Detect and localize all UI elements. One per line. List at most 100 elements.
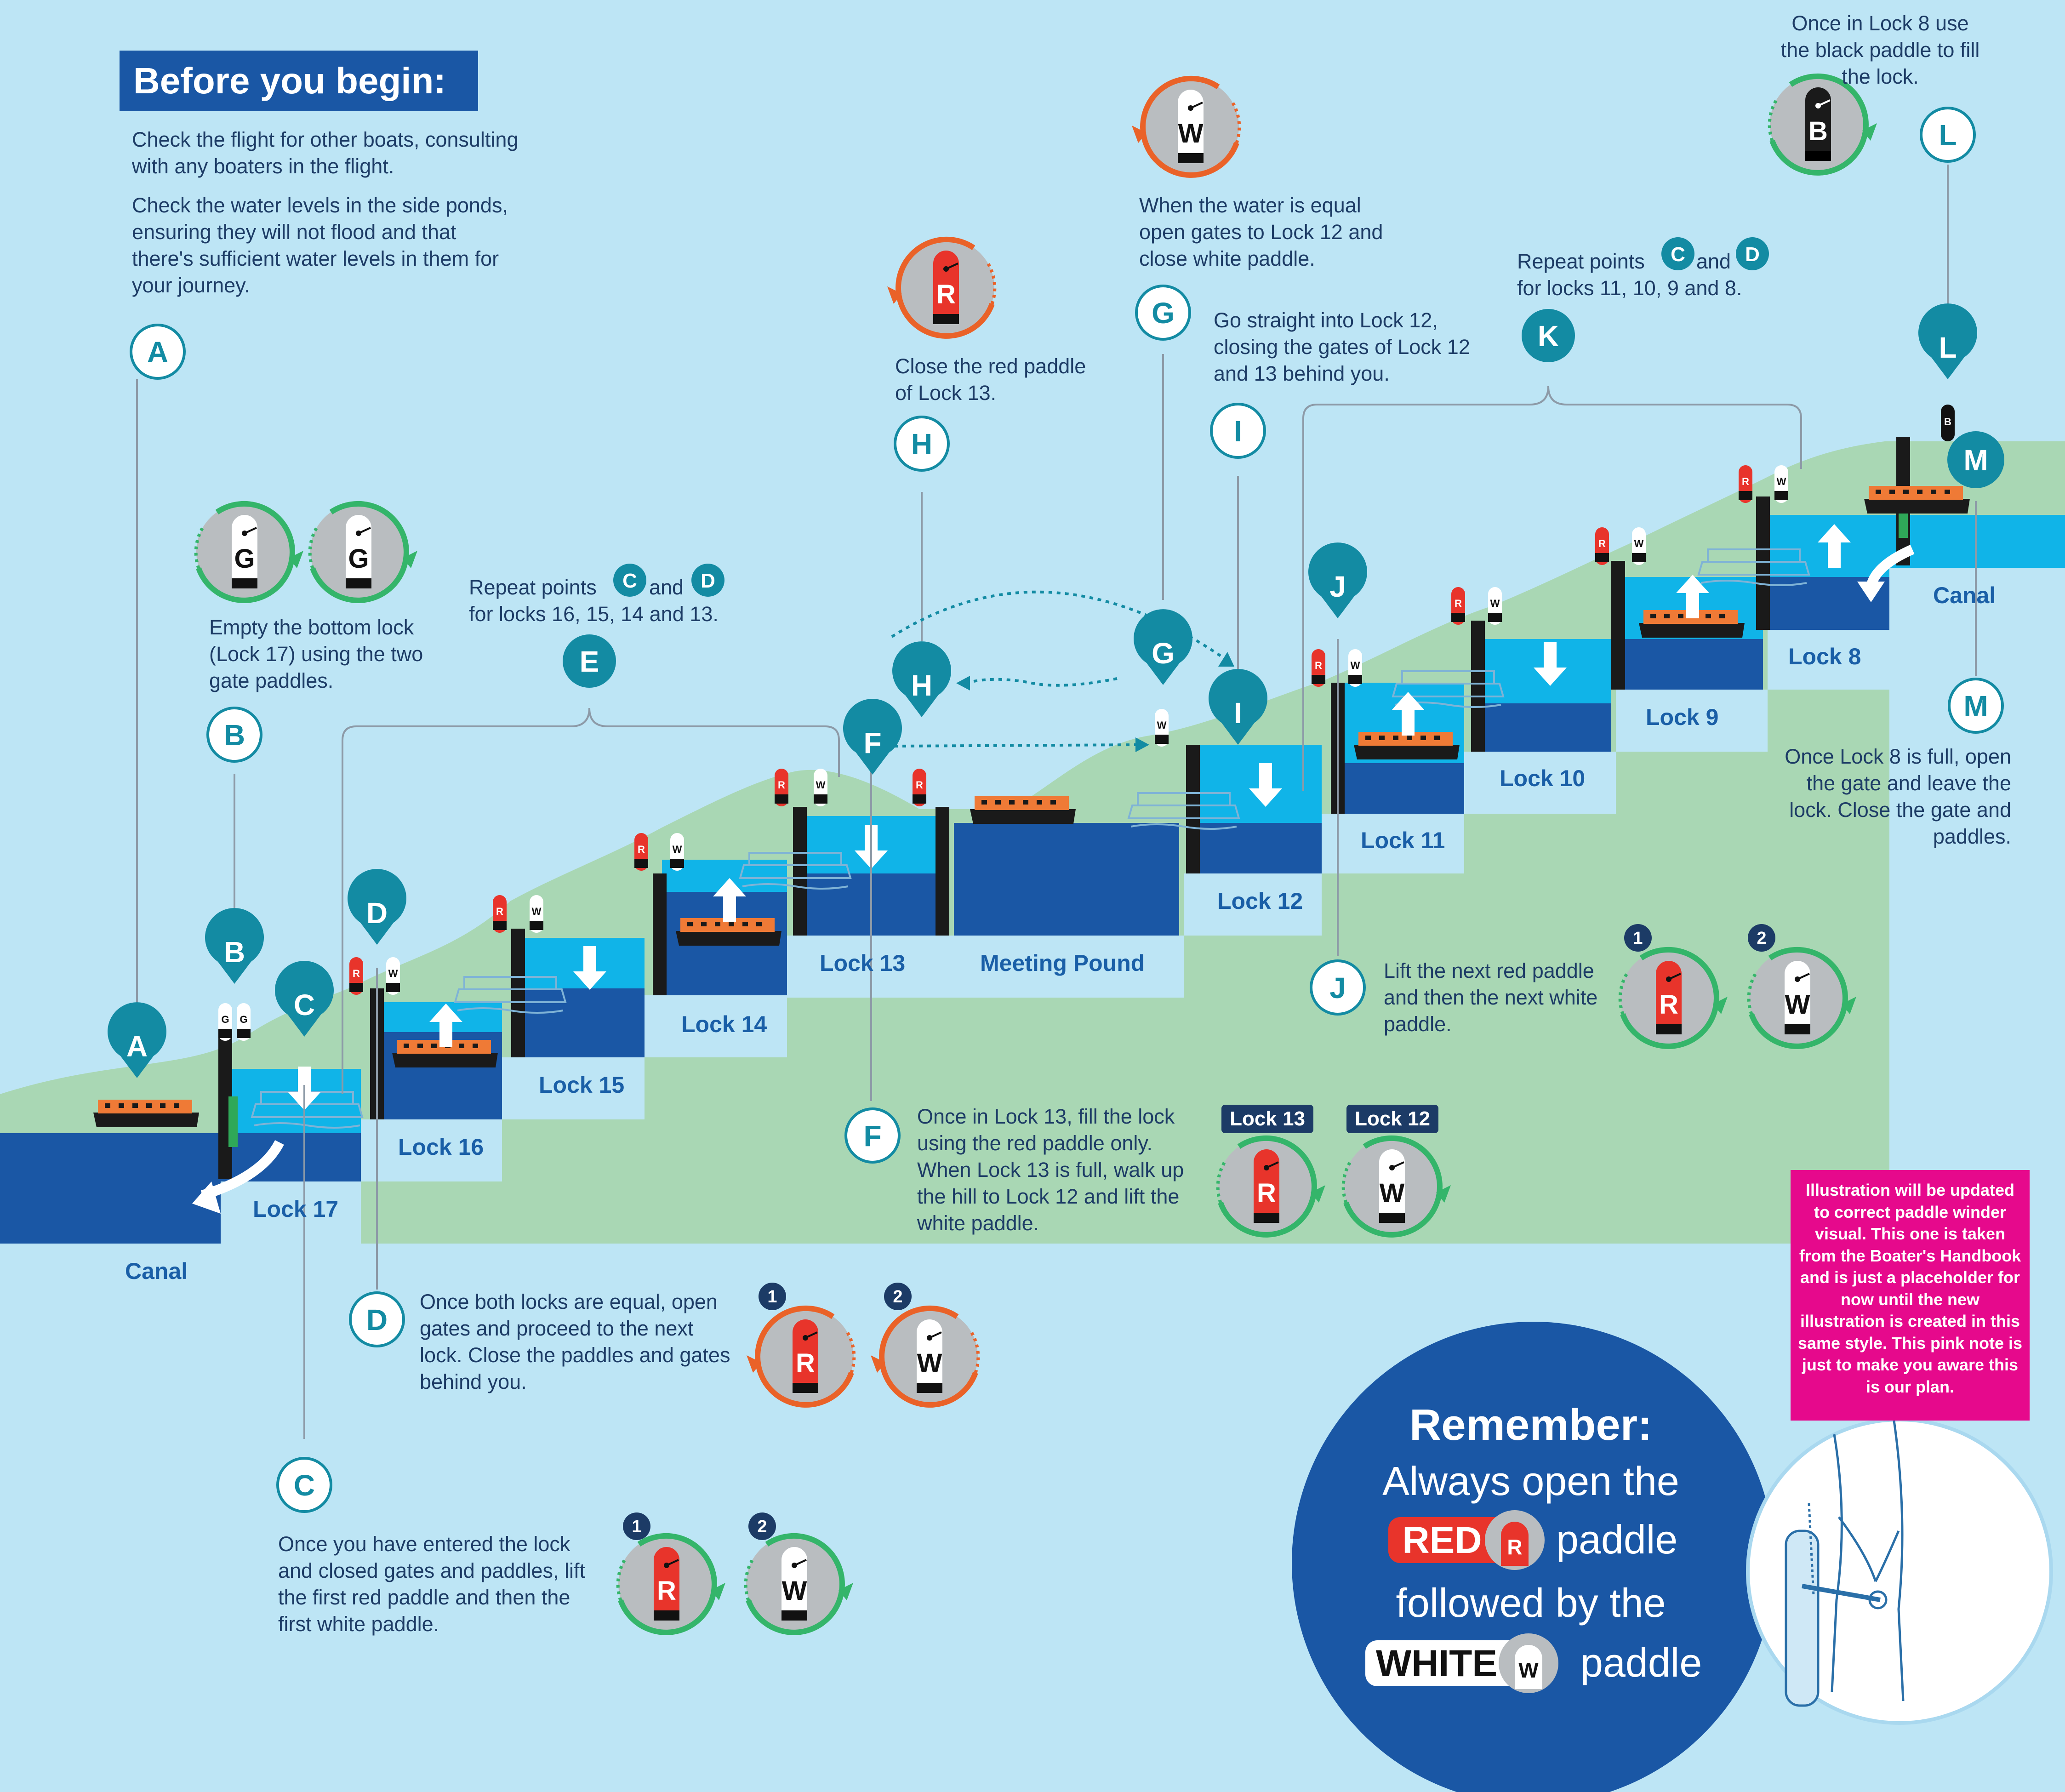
step-i-text: Go straight into Lock 12, closing the ga… — [1214, 308, 1470, 385]
page-title: Before you begin: — [120, 51, 478, 111]
pins — [108, 237, 2004, 1078]
paddle-w-label: W — [673, 844, 682, 855]
step-e-text-a: Repeat points — [469, 576, 597, 599]
paddle-r-label: R — [778, 779, 785, 791]
lock-8-label: Lock 8 — [1788, 644, 1861, 669]
lock-17-label: Lock 17 — [253, 1196, 339, 1222]
step-k-text-and: and — [1696, 250, 1731, 273]
step-j-letter: J — [1329, 971, 1346, 1004]
paddle-w-label: W — [1634, 538, 1644, 549]
step-b-letter: B — [224, 719, 245, 752]
pin-m-letter: M — [1963, 444, 1988, 477]
ref-c-letter: C — [622, 570, 637, 592]
lock-16-label: Lock 16 — [398, 1134, 484, 1160]
lock-9-label: Lock 9 — [1646, 704, 1719, 730]
step-k-letter: K — [1538, 320, 1559, 353]
order-1: 1 — [1633, 929, 1643, 948]
step-l-text: Once in Lock 8 use the black paddle to f… — [1780, 11, 1980, 88]
paddle-w-label: W — [1351, 660, 1360, 671]
pin-f-letter: F — [863, 726, 881, 759]
ref-d-letter: D — [1745, 243, 1760, 266]
step-g-text: When the water is equal open gates to Lo… — [1139, 194, 1383, 270]
remember-line-3: followed by the — [1396, 1580, 1666, 1626]
paddle-r-label: R — [1257, 1178, 1276, 1208]
step-c-letter: C — [294, 1469, 315, 1502]
paddle-w-label: W — [917, 1348, 942, 1378]
remember-panel: Remember: Always open the RED R paddle f… — [1296, 1345, 1765, 1786]
step-d-letter: D — [366, 1303, 388, 1336]
paddle-posts — [218, 405, 1955, 1041]
paddle-b-label: B — [1808, 116, 1828, 146]
paddle-g-label: G — [234, 544, 255, 574]
paddle-g-label: G — [348, 544, 369, 574]
intro-text-2: Check the water levels in the side ponds… — [132, 194, 508, 297]
paddle-r-label: R — [638, 844, 645, 855]
paddle-r-label: R — [353, 968, 360, 979]
order-badges — [623, 924, 1775, 1540]
paddle-word-1: paddle — [1556, 1517, 1678, 1562]
step-m-letter: M — [1963, 690, 1988, 723]
paddle-r-label: R — [496, 906, 503, 917]
lock-13-label: Lock 13 — [820, 950, 906, 976]
step-h-letter: H — [911, 428, 932, 461]
ref-d-letter: D — [701, 570, 715, 592]
paddle-r-label: R — [1598, 538, 1606, 549]
paddle-r-label: R — [936, 280, 956, 309]
lock-13-tag: Lock 13 — [1221, 1105, 1313, 1133]
step-h-text: Close the red paddle of Lock 13. — [895, 354, 1086, 405]
white-paddle-letter: W — [1515, 1645, 1542, 1689]
winder-figure — [1785, 1420, 1905, 1707]
meeting-pound-label: Meeting Pound — [980, 950, 1145, 976]
step-f-text: Once in Lock 13, fill the lock using the… — [917, 1105, 1184, 1235]
lock-11-label: Lock 11 — [1361, 828, 1445, 853]
paddle-w-label: W — [1777, 476, 1786, 487]
remember-title: Remember: — [1409, 1400, 1653, 1450]
lock-12-tag: Lock 12 — [1346, 1105, 1438, 1133]
lock-14-label: Lock 14 — [681, 1011, 767, 1037]
paddle-w-label: W — [388, 968, 398, 979]
step-e-letter: E — [580, 645, 599, 678]
paddle-g-label: G — [221, 1014, 229, 1025]
step-k-text-b: for locks 11, 10, 9 and 8. — [1517, 276, 1742, 300]
paddle-r-label: R — [916, 779, 923, 791]
white-word: WHITE — [1375, 1643, 1498, 1684]
step-c-text: Once you have entered the lock and close… — [278, 1532, 585, 1636]
paddle-w-label: W — [532, 906, 542, 917]
pin-j-letter: J — [1329, 570, 1346, 603]
order-2: 2 — [1757, 929, 1766, 948]
step-d-text: Once both locks are equal, open gates an… — [420, 1290, 730, 1393]
canal-left-water — [0, 1133, 221, 1244]
order-1: 1 — [632, 1517, 641, 1536]
paddle-w-label: W — [1157, 719, 1167, 731]
dotted-connectors — [891, 590, 1224, 748]
red-word: RED — [1402, 1519, 1482, 1561]
leader-lines — [136, 165, 1977, 1439]
paddle-r-label: R — [1455, 598, 1462, 609]
paddle-g-label: G — [240, 1014, 247, 1025]
step-e-text-and: and — [649, 576, 684, 599]
pin-b-letter: B — [224, 936, 245, 969]
paddle-r-label: R — [796, 1348, 815, 1378]
lock-15-label: Lock 15 — [539, 1072, 625, 1098]
step-i-letter: I — [1234, 415, 1242, 448]
paddle-r-label: R — [1742, 476, 1749, 487]
pin-h-letter: H — [911, 669, 932, 702]
pin-l-letter: L — [1939, 331, 1957, 364]
paddle-r-label: R — [657, 1576, 676, 1606]
step-b-text: Empty the bottom lock (Lock 17) using th… — [209, 616, 423, 692]
paddle-r-label: R — [1315, 660, 1322, 671]
ref-c-letter: C — [1671, 243, 1685, 266]
lock-10-label: Lock 10 — [1500, 765, 1586, 791]
step-g-letter: G — [1152, 297, 1175, 330]
remember-line-1: Always open the — [1382, 1458, 1679, 1504]
paddle-w-label: W — [1785, 990, 1810, 1020]
canal-right-label: Canal — [1933, 582, 1996, 608]
step-f-letter: F — [863, 1119, 881, 1153]
pin-i-letter: I — [1234, 696, 1242, 730]
canal-left-label: Canal — [125, 1258, 188, 1284]
pin-c-letter: C — [294, 988, 315, 1022]
paddle-w-label: W — [1490, 598, 1500, 609]
paddle-b-label: B — [1944, 416, 1951, 428]
order-2: 2 — [893, 1287, 902, 1307]
